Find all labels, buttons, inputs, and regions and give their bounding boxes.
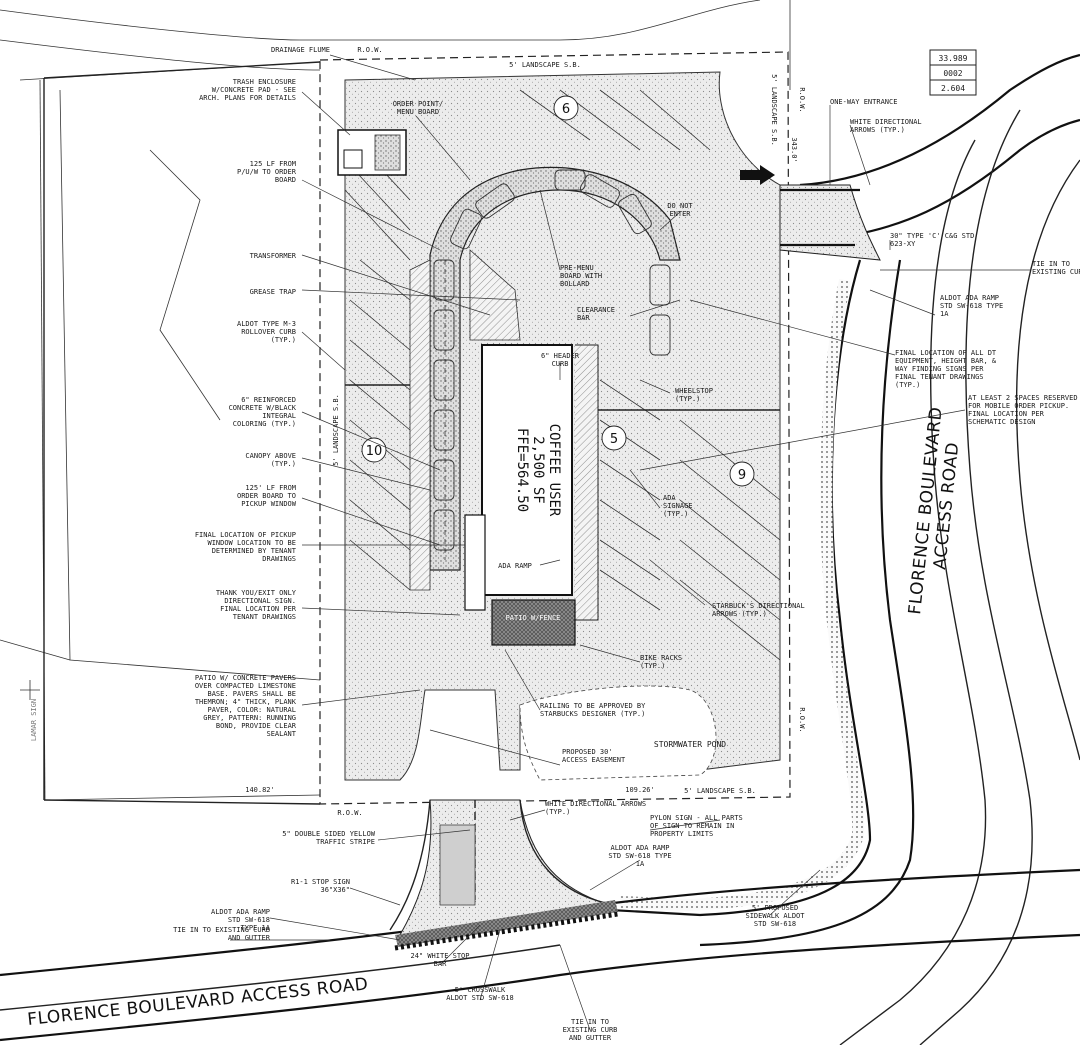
callout-label-4: TRANSFORMER — [250, 252, 297, 260]
landscape-bottom-label: 5' LANDSCAPE S.B. — [684, 787, 756, 795]
stormwater-label: STORMWATER POND — [654, 740, 726, 749]
boundary-labels: 5' LANDSCAPE S.B. 5' LANDSCAPE S.B. 5' L… — [30, 46, 806, 817]
landscape-left-label: 5' LANDSCAPE S.B. — [332, 394, 340, 466]
table-row-3: 2.604 — [941, 84, 965, 93]
landscape-right-label: 5' LANDSCAPE S.B. — [770, 74, 778, 146]
callout-label-24: ONE-WAY ENTRANCE — [830, 98, 897, 106]
dim-bottom-mid: 109.26' — [625, 786, 655, 794]
patio: PATIO W/FENCE — [491, 599, 576, 646]
callout-label-2: ORDER POINT/MENU BOARD — [393, 100, 444, 116]
building-use: COFFEE USER — [546, 424, 562, 517]
stall-count-10: 10 — [366, 444, 383, 459]
callout-label-21: BIKE RACKS(TYP.) — [640, 654, 682, 670]
lamar-sign-label: LAMAR SIGN — [30, 699, 38, 741]
stall-count-6: 6 — [562, 102, 570, 117]
building-ffe: FFE=564.50 — [514, 428, 530, 512]
bottom-entrance — [389, 799, 619, 951]
building-label: COFFEE USER 2,500 SF FFE=564.50 — [514, 424, 562, 517]
callout-label-31: WHITE DIRECTIONAL ARROWS(TYP.) — [545, 800, 646, 816]
callout-label-8: CANOPY ABOVE(TYP.) — [245, 452, 296, 468]
callout-label-5: GREASE TRAP — [250, 288, 296, 296]
row-right-label-2: R.O.W. — [798, 707, 806, 732]
callout-label-19: ADA RAMP — [498, 562, 532, 570]
stall-count-9: 9 — [738, 468, 746, 483]
table-row-1: 33.989 — [939, 54, 968, 63]
parking-counts: 6 10 5 9 — [361, 95, 755, 487]
row-right-label-1: R.O.W. — [798, 87, 806, 112]
drive-thru-lane — [409, 166, 681, 591]
right-entrance — [740, 165, 881, 261]
info-table: 33.989 0002 2.604 — [929, 49, 977, 96]
landscape-top-label: 5' LANDSCAPE S.B. — [509, 61, 581, 69]
callout-label-23: PROPOSED 30'ACCESS EASEMENT — [562, 748, 626, 764]
row-top-label: R.O.W. — [357, 46, 382, 54]
dim-bottom-left: 140.82' — [245, 786, 275, 794]
property-boundary — [43, 51, 791, 805]
patio-label: PATIO W/FENCE — [506, 614, 561, 622]
parking-stripes — [344, 89, 781, 661]
row-bottom-label: R.O.W. — [337, 809, 362, 817]
dim-right: 343.0' — [790, 137, 798, 162]
callout-label-17: WHEELSTOP(TYP.) — [675, 387, 713, 403]
building-area: 2,500 SF — [530, 436, 546, 503]
callout-label-0: DRAINAGE FLUME — [271, 46, 330, 54]
trash-enclosure — [337, 129, 407, 176]
table-row-2: 0002 — [943, 69, 962, 78]
coffee-building — [464, 344, 599, 621]
stall-count-5: 5 — [610, 432, 618, 447]
